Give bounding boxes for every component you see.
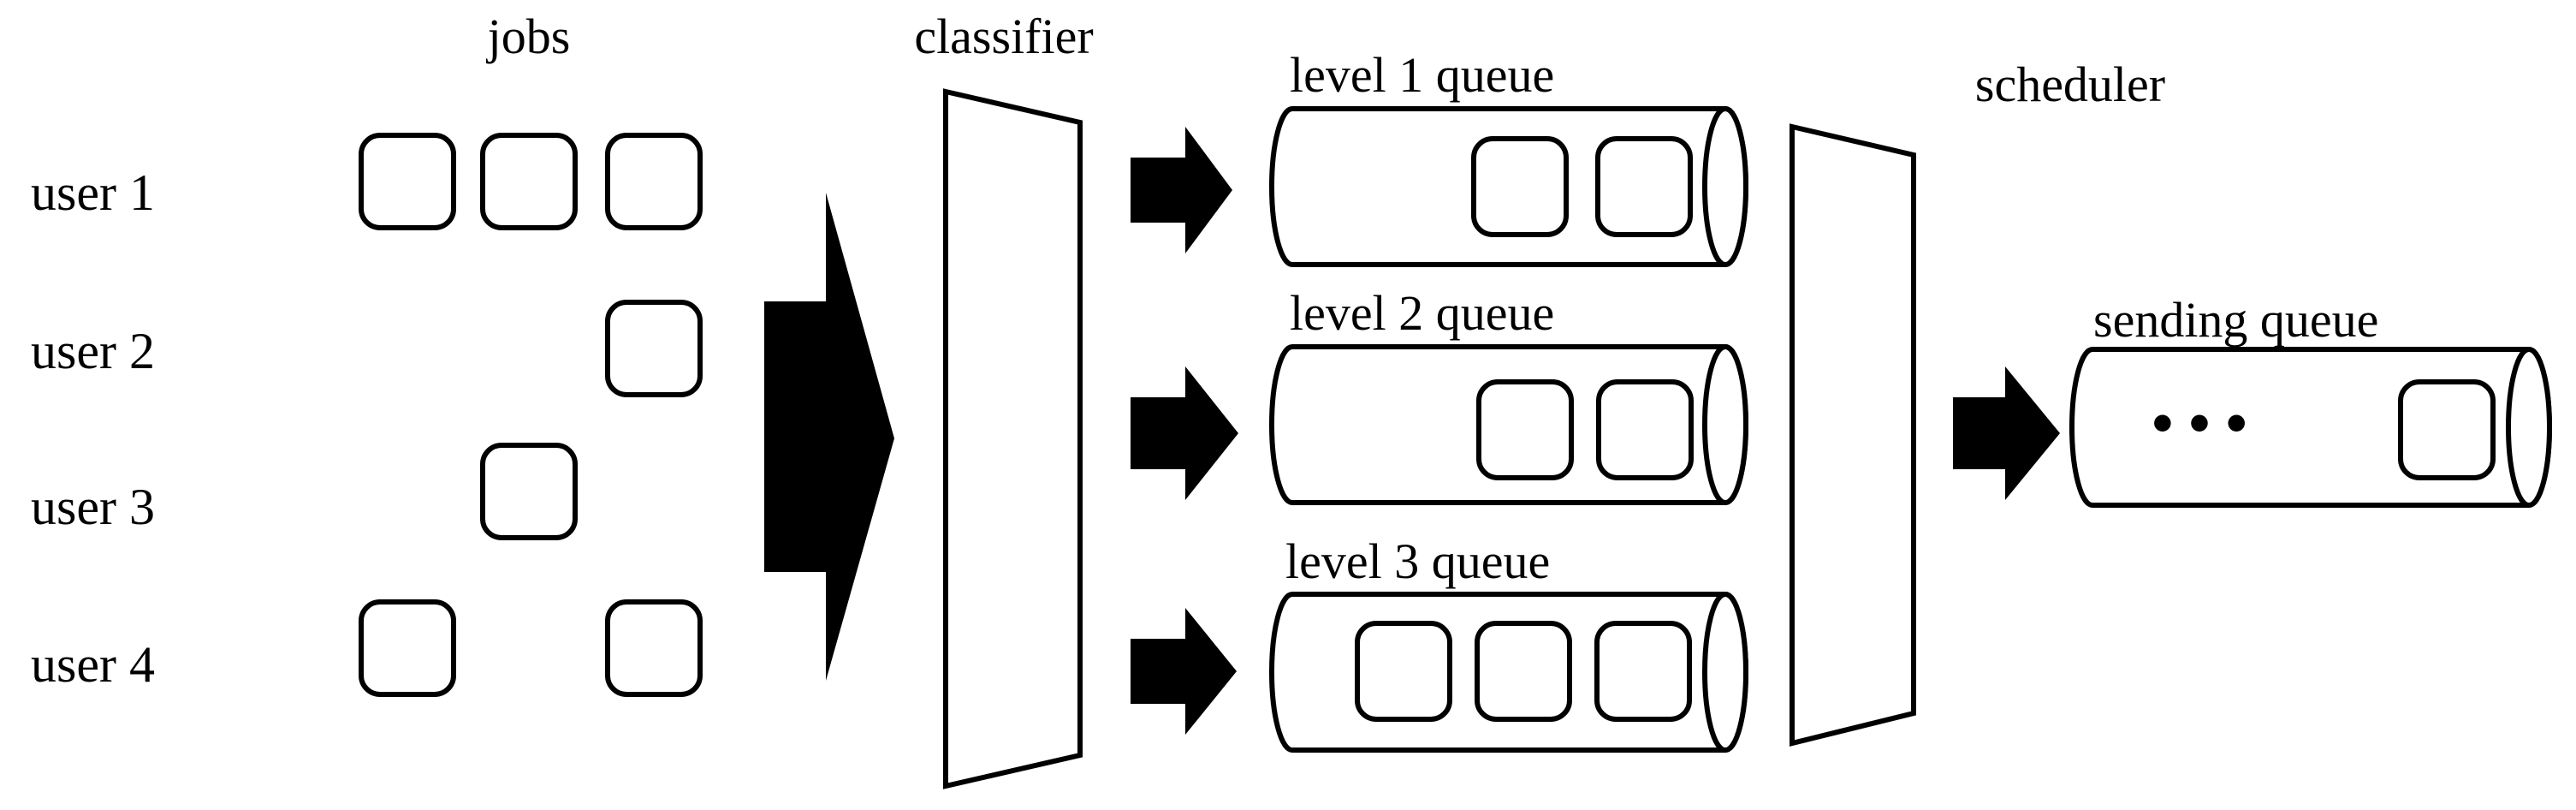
job-box (1475, 621, 1572, 722)
big-arrow-icon (764, 193, 894, 681)
scheduler-block (1790, 123, 1916, 747)
user-4-jobs (359, 599, 703, 697)
queue-cylinder-end (1702, 592, 1748, 753)
level-2-queue-label: level 2 queue (1290, 285, 1554, 341)
jobs-header: jobs (486, 9, 571, 64)
job-box (1594, 621, 1692, 722)
user-1-jobs (359, 133, 703, 230)
job-box (605, 300, 703, 397)
job-box (359, 599, 456, 697)
arrow-to-level-1-icon (1131, 127, 1232, 253)
arrow-to-level-3-icon (1131, 608, 1237, 735)
user-4-label: user 4 (31, 636, 155, 693)
ellipsis-dots: • • • (2152, 389, 2247, 457)
sending-queue-label: sending queue (2093, 292, 2378, 348)
job-box (605, 599, 703, 697)
queue-cylinder-end (2506, 347, 2552, 508)
arrow-to-level-2-icon (1131, 366, 1238, 500)
job-box (1471, 136, 1569, 237)
scheduler-label: scheduler (1975, 57, 2165, 112)
job-box (1476, 379, 1574, 480)
job-box (2398, 379, 2496, 480)
user-2-label: user 2 (31, 323, 155, 379)
level-1-queue-label: level 1 queue (1290, 47, 1554, 103)
user-3-jobs (480, 443, 578, 540)
job-box (605, 133, 703, 230)
classifier-label: classifier (914, 9, 1093, 64)
user-3-label: user 3 (31, 479, 155, 535)
sending-queue: • • • (2069, 347, 2552, 508)
level-1-queue (1269, 106, 1748, 267)
job-box (1355, 621, 1452, 722)
job-box (480, 133, 578, 230)
job-box (480, 443, 578, 540)
level-2-queue (1269, 344, 1748, 505)
job-box (1595, 136, 1693, 237)
job-box (359, 133, 456, 230)
user-1-label: user 1 (31, 164, 155, 221)
queue-cylinder-end (1702, 106, 1748, 267)
user-2-jobs (605, 300, 703, 397)
level-3-queue (1269, 592, 1748, 753)
arrow-to-sending-queue-icon (1953, 366, 2060, 500)
level-3-queue-label: level 3 queue (1285, 533, 1550, 589)
classifier-block (943, 88, 1083, 789)
queue-cylinder-end (1702, 344, 1748, 505)
job-box (1596, 379, 1694, 480)
